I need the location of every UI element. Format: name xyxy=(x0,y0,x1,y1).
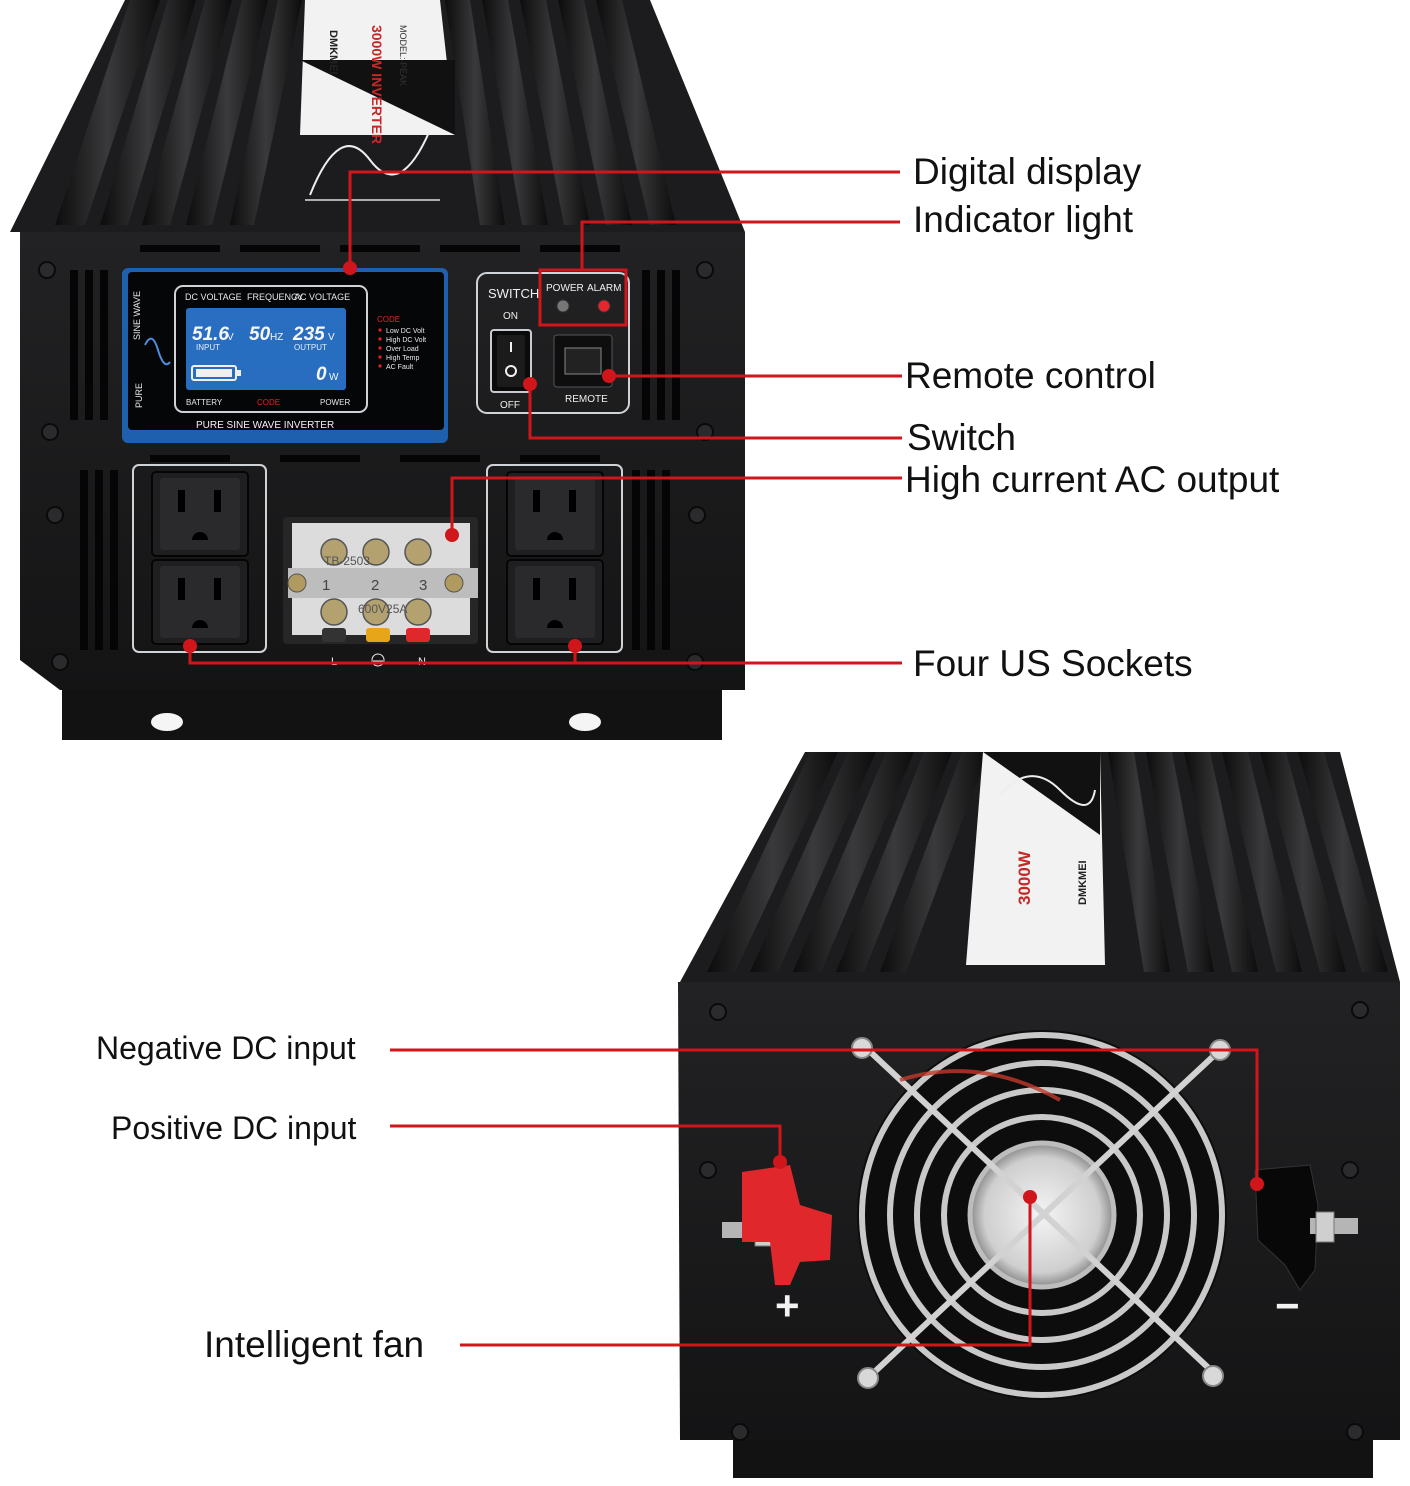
lcd-footer-power: POWER xyxy=(320,398,350,407)
front-view: DMKMEI 3000W INVERTER MODEL: PEAK xyxy=(10,0,745,740)
us-socket xyxy=(506,559,604,645)
callout-switch: Switch xyxy=(907,417,1016,458)
ac-terminal-block: TB-2503 600V25A 1 2 3 L N xyxy=(283,517,478,668)
us-socket xyxy=(151,559,249,645)
front-model: 3000W INVERTER xyxy=(369,25,385,144)
lcd-code-item: Over Load xyxy=(386,346,419,353)
us-sockets xyxy=(151,471,604,645)
front-vents xyxy=(70,245,680,650)
terminal-num-1: 1 xyxy=(322,577,330,594)
lcd-input-label: INPUT xyxy=(196,343,220,352)
us-socket xyxy=(506,471,604,557)
lcd-output-label: OUTPUT xyxy=(294,343,327,352)
negative-mark: − xyxy=(1275,1282,1300,1329)
callout-digital-display: Digital display xyxy=(913,151,1142,192)
lcd-power-value: 0 xyxy=(316,364,327,385)
lcd-dc-value: 51.6 xyxy=(192,324,229,345)
terminal-spec-top: TB-2503 xyxy=(324,554,370,568)
lcd-code-title: CODE xyxy=(377,315,400,324)
lcd-dc-unit: V xyxy=(227,332,234,343)
alarm-indicator-label: ALARM xyxy=(587,283,621,294)
right-outlet-frame xyxy=(486,464,623,653)
callout-indicator-light: Indicator light xyxy=(913,199,1134,240)
us-socket xyxy=(151,471,249,557)
back-brand: DMKMEI xyxy=(1077,860,1089,905)
callout-four-us-sockets: Four US Sockets xyxy=(913,643,1193,684)
lcd-code-dot xyxy=(378,346,382,350)
leader-fan xyxy=(460,1197,1032,1347)
lcd-code-dot xyxy=(378,355,382,359)
leader-ac-output xyxy=(450,476,902,532)
lcd-side-top: SINE WAVE xyxy=(132,291,142,340)
lcd-footer-code: CODE xyxy=(257,398,280,407)
positive-mark: + xyxy=(775,1282,800,1329)
lcd-freq-unit: HZ xyxy=(270,332,283,343)
lcd-code-item: High DC Volt xyxy=(386,337,426,344)
switch-panel: SWITCH ON OFF POWER ALARM REMOTE xyxy=(476,272,630,414)
terminal-num-3: 3 xyxy=(419,577,427,594)
callout-high-current-ac: High current AC output xyxy=(905,459,1280,500)
front-wave-icon xyxy=(309,129,431,196)
lcd-ac-unit: V xyxy=(328,332,335,343)
leader-lines xyxy=(188,170,1259,1347)
back-model: 3000W xyxy=(1015,850,1034,905)
lcd-footer-battery: BATTERY xyxy=(186,398,223,407)
lcd-bottom-title: PURE SINE WAVE INVERTER xyxy=(196,420,334,431)
callout-positive-dc: Positive DC input xyxy=(111,1110,357,1146)
alarm-led xyxy=(597,299,611,313)
switch-on-label: ON xyxy=(503,311,518,322)
back-wave-icon xyxy=(999,775,1096,806)
lcd-power-unit: W xyxy=(329,372,339,383)
lcd-code-dot xyxy=(378,364,382,368)
negative-dc-terminal xyxy=(1254,1164,1358,1291)
leader-switch xyxy=(528,384,902,440)
lcd-header-dc: DC VOLTAGE xyxy=(185,292,242,302)
leader-digital-display xyxy=(348,170,900,268)
lcd-code-item: High Temp xyxy=(386,355,419,362)
lcd-header-freq: FREQUENCY xyxy=(247,292,304,302)
front-brand: DMKMEI xyxy=(327,30,339,75)
back-mount-bracket xyxy=(733,1440,1373,1478)
indicator-highlight-box xyxy=(538,268,628,327)
front-screws xyxy=(38,261,714,671)
back-screws xyxy=(699,1001,1369,1441)
power-indicator-label: POWER xyxy=(546,283,584,294)
callout-remote-control: Remote control xyxy=(905,355,1156,396)
leader-positive-dc xyxy=(390,1124,782,1162)
lcd-code-item: Low DC Volt xyxy=(386,328,425,335)
callout-negative-dc: Negative DC input xyxy=(96,1030,356,1066)
left-outlet-frame xyxy=(132,464,267,653)
switch-label: SWITCH xyxy=(488,286,539,301)
callout-intelligent-fan: Intelligent fan xyxy=(204,1324,425,1365)
leader-indicator-light xyxy=(580,220,900,270)
back-view: DMKMEI 3000W xyxy=(678,752,1400,1478)
ground-icon xyxy=(371,653,385,667)
positive-dc-terminal xyxy=(722,1165,832,1285)
lcd-battery-icon xyxy=(191,365,237,381)
lcd-side-bottom: PURE xyxy=(134,383,144,408)
cooling-fan xyxy=(851,1030,1231,1400)
lcd-header-ac: AC VOLTAGE xyxy=(294,292,350,302)
lcd-ac-value: 235 xyxy=(292,324,325,345)
leader-endpoints xyxy=(183,261,1264,1204)
front-top-fins xyxy=(55,0,676,225)
front-model-peak: MODEL: PEAK xyxy=(398,25,408,86)
lcd-code-dot xyxy=(378,337,382,341)
back-top-fins xyxy=(707,752,1388,972)
lcd-freq-value: 50 xyxy=(249,324,271,345)
lcd-panel: DC VOLTAGE FREQUENCY AC VOLTAGE SINE WAV… xyxy=(122,268,448,443)
switch-off-label: OFF xyxy=(500,400,520,411)
remote-label: REMOTE xyxy=(565,394,608,405)
terminal-num-2: 2 xyxy=(371,577,379,594)
power-led xyxy=(556,299,570,313)
terminal-spec-bottom: 600V25A xyxy=(358,602,407,616)
lcd-code-dot xyxy=(378,328,382,332)
leader-negative-dc xyxy=(390,1048,1259,1184)
lcd-code-item: AC Fault xyxy=(386,364,413,371)
